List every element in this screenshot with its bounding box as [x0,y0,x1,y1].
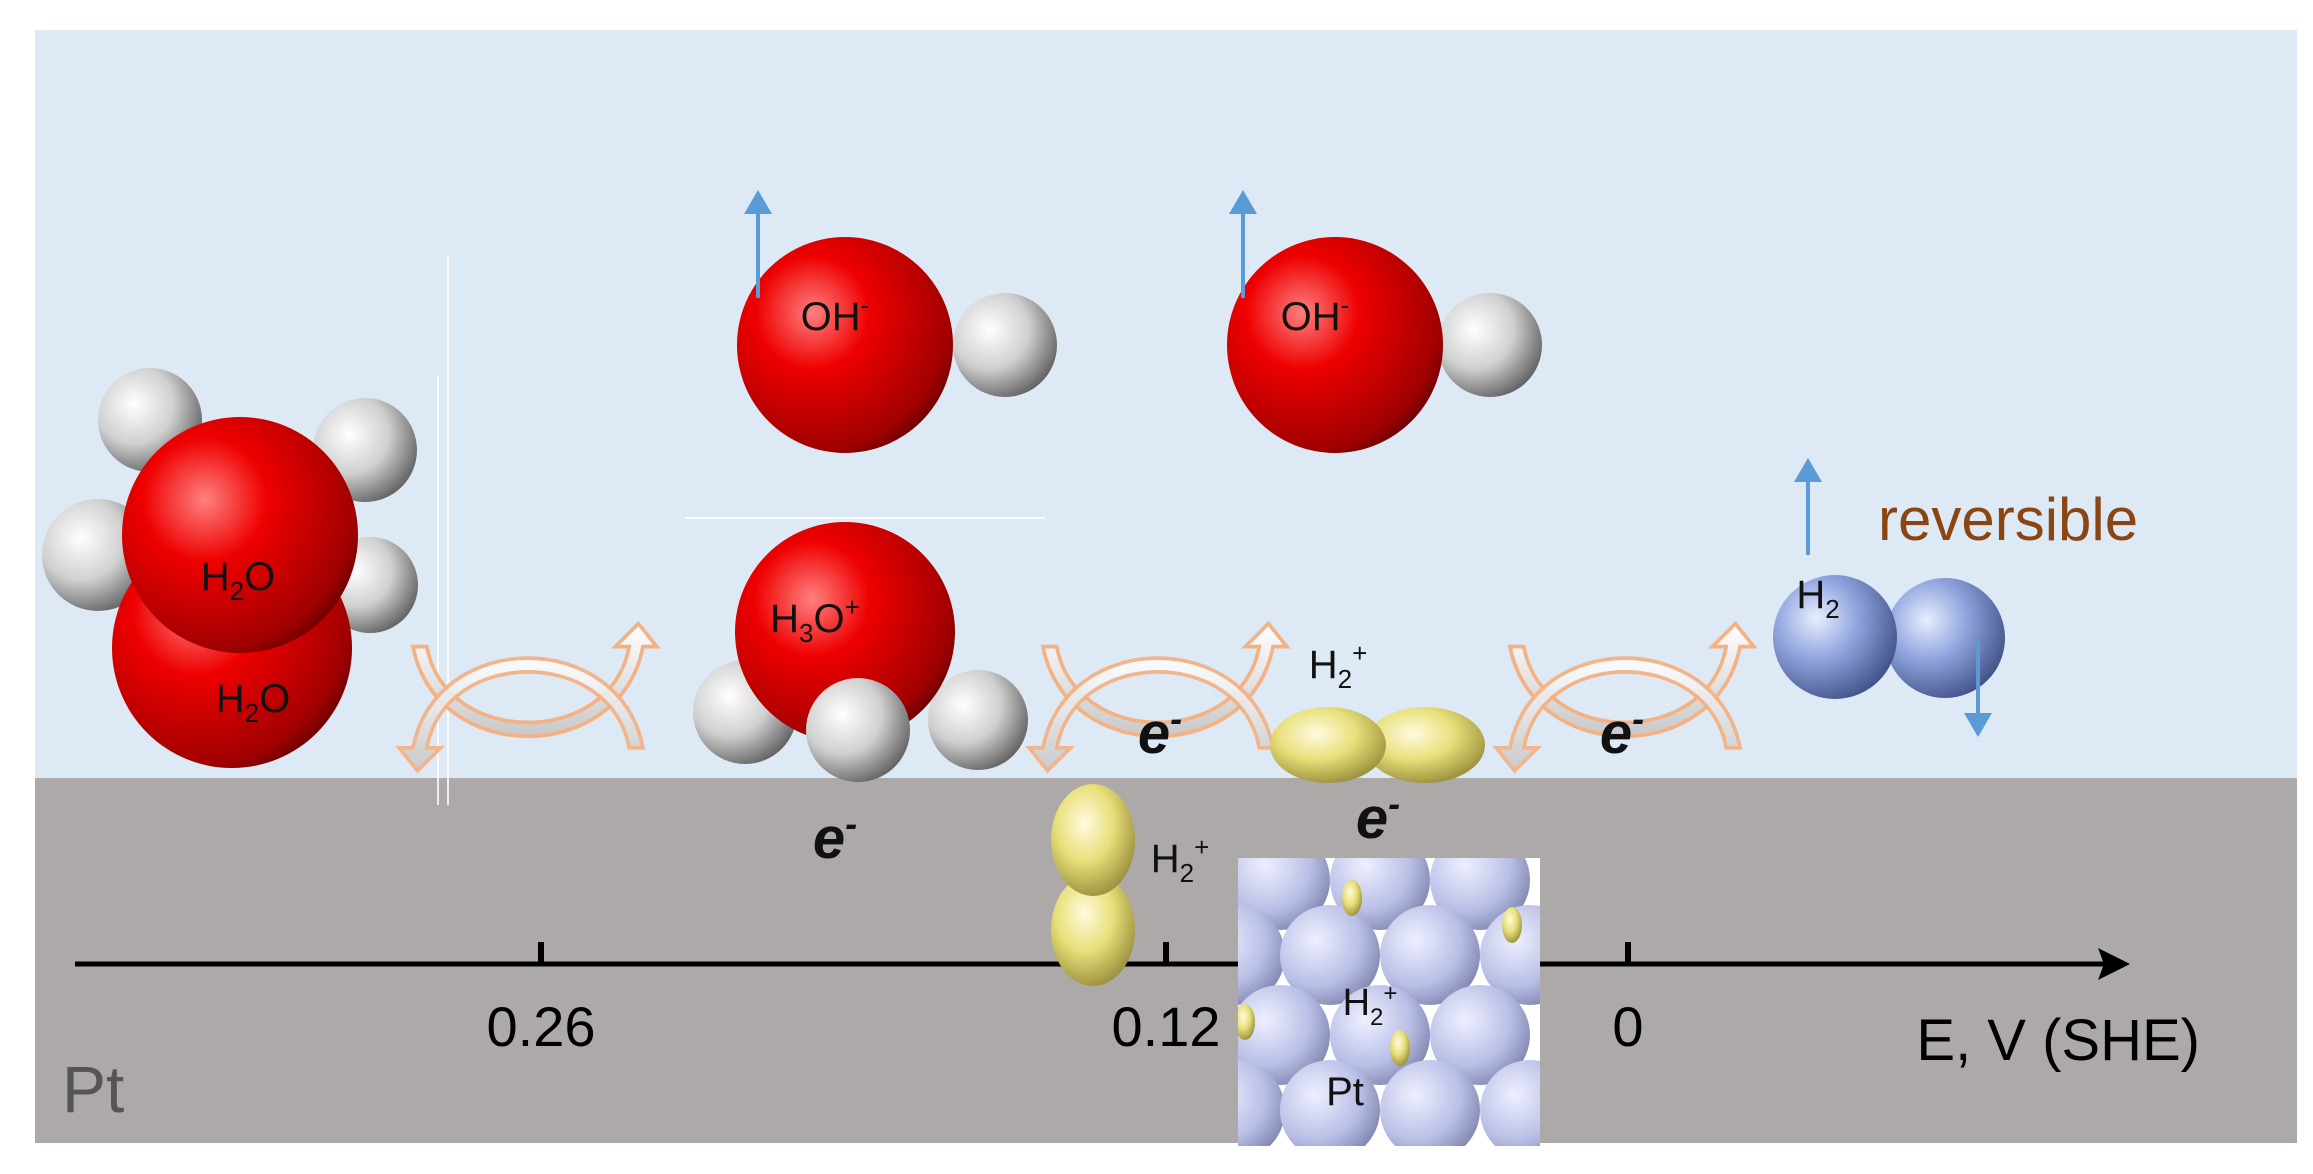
up-arrow-icon [1229,190,1257,214]
inset-pt-label: Pt [1326,1070,1364,1114]
hydroxide-label-right: OH- [1281,290,1350,339]
hydronium-ion: H3O+ [693,522,1028,782]
potential-axis: 0.26 0.12 0 E, V (SHE) [75,942,2200,1073]
water-dimer: H2O H2O [42,368,418,768]
tick-label-0: 0 [1612,995,1643,1058]
reversible-label: reversible [1878,486,2138,553]
tick-label-0.12: 0.12 [1112,995,1221,1058]
metal-label: Pt [62,1052,124,1126]
axis-arrowhead-icon [2098,948,2130,980]
pt-surface-inset: H2+ Pt [1238,858,1540,1146]
hydrogen-molecule: H2 [1773,458,2005,737]
hydroxide-ion-right: OH- [1227,190,1542,453]
tick-label-0.26: 0.26 [487,995,596,1058]
up-arrow-icon [1794,458,1822,482]
up-arrow-icon [744,190,772,214]
down-arrow-icon [1964,713,1992,737]
hydroxide-label-left: OH- [801,290,870,339]
hydroxide-ion-left: OH- [737,190,1057,453]
axis-title: E, V (SHE) [1916,1008,2200,1073]
